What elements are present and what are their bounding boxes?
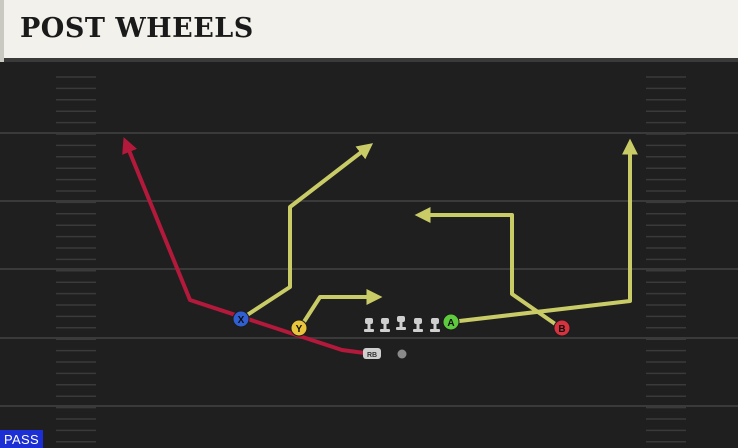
player-x[interactable]: X bbox=[232, 310, 250, 328]
lineman bbox=[413, 318, 423, 332]
player-b[interactable]: B bbox=[553, 319, 571, 337]
svg-text:A: A bbox=[447, 318, 454, 329]
route-rb-wheel bbox=[122, 137, 374, 356]
lineman-center bbox=[396, 316, 406, 330]
svg-text:RB: RB bbox=[367, 352, 377, 359]
play-title: POST WHEELS bbox=[20, 13, 254, 44]
svg-text:Y: Y bbox=[296, 324, 303, 335]
yard-lines bbox=[0, 132, 738, 407]
lineman bbox=[430, 318, 440, 332]
player-rb: RB bbox=[363, 348, 381, 359]
header-accent bbox=[0, 0, 4, 62]
route-x-post bbox=[239, 143, 374, 321]
hash-marks bbox=[56, 76, 686, 443]
player-y[interactable]: Y bbox=[290, 319, 308, 337]
play-type-badge: PASS bbox=[0, 430, 43, 448]
svg-text:X: X bbox=[238, 315, 245, 326]
route-a-go bbox=[449, 138, 638, 324]
offensive-line bbox=[364, 316, 440, 332]
route-y-out bbox=[298, 289, 383, 330]
player-a[interactable]: A bbox=[442, 313, 460, 331]
play-header: POST WHEELS bbox=[0, 0, 738, 62]
lineman bbox=[364, 318, 374, 332]
route-b-return bbox=[414, 207, 563, 330]
play-field: RB X Y A B bbox=[0, 76, 738, 443]
routes bbox=[122, 137, 638, 356]
svg-text:B: B bbox=[558, 324, 565, 335]
qb-marker bbox=[397, 349, 407, 359]
lineman bbox=[380, 318, 390, 332]
